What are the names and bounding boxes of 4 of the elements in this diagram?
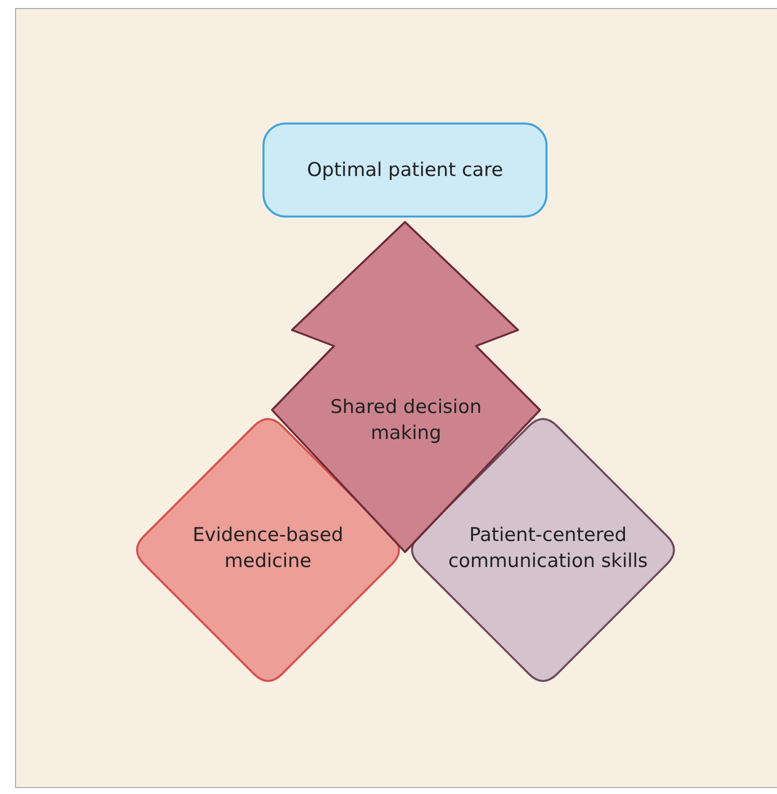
node-label: Shared decision making [329,395,483,446]
node-label: Patient-centered communication skills [447,523,649,574]
node-label: Evidence-based medicine [192,523,344,574]
node-label: Optimal patient care [306,158,504,183]
